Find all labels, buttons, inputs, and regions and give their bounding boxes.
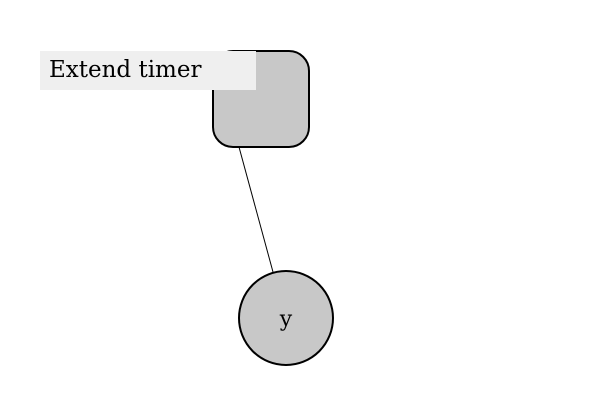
y-node-label: y [279, 307, 293, 332]
tooltip-text: Extend timer [49, 57, 202, 83]
edge-timer-to-y [238, 146, 274, 273]
y-node[interactable] [238, 270, 334, 366]
tooltip: Extend timer [40, 51, 256, 90]
